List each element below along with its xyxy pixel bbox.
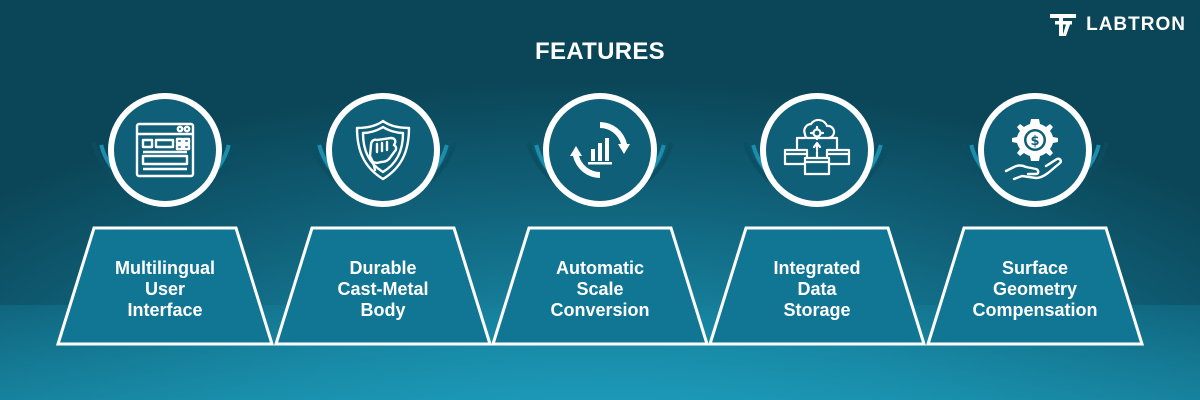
feature-label-panel: Durable Cast-Metal Body <box>273 225 493 347</box>
feature-icon-badge <box>760 93 874 207</box>
shield-fist-icon <box>355 119 411 181</box>
feature-label-panel: Automatic Scale Conversion <box>490 225 710 347</box>
feature-card-durable-body: Durable Cast-Metal Body <box>273 85 493 350</box>
labtron-logo-icon <box>1050 14 1077 36</box>
feature-label: Integrated Data Storage <box>773 257 861 320</box>
feature-label-panel: Integrated Data Storage <box>707 225 927 347</box>
compensation-money-icon: $ <box>1004 119 1062 181</box>
feature-card-scale-conversion: Automatic Scale Conversion <box>490 85 710 350</box>
page-title: FEATURES <box>535 38 665 65</box>
feature-label: Durable Cast-Metal Body <box>337 257 429 320</box>
data-storage-icon <box>783 118 851 176</box>
brand-name: LABTRON <box>1086 14 1186 35</box>
feature-icon-badge <box>326 93 440 207</box>
feature-card-geometry-compensation: $ Surface Geometry Compensation <box>925 85 1145 350</box>
feature-card-multilingual: Multilingual User Interface <box>55 85 275 350</box>
feature-icon-badge <box>543 93 657 207</box>
feature-label-panel: Multilingual User Interface <box>55 225 275 347</box>
interface-panel-icon <box>135 122 195 178</box>
conversion-cycle-icon <box>570 122 630 178</box>
brand-logo: LABTRON <box>1050 10 1186 40</box>
feature-card-data-storage: Integrated Data Storage <box>707 85 927 350</box>
feature-icon-badge <box>108 93 222 207</box>
feature-label: Multilingual User Interface <box>115 257 215 320</box>
feature-icon-badge: $ <box>978 93 1092 207</box>
svg-text:$: $ <box>1030 134 1039 149</box>
feature-label: Automatic Scale Conversion <box>550 257 650 320</box>
feature-label: Surface Geometry Compensation <box>972 257 1098 320</box>
feature-label-panel: Surface Geometry Compensation <box>925 225 1145 347</box>
